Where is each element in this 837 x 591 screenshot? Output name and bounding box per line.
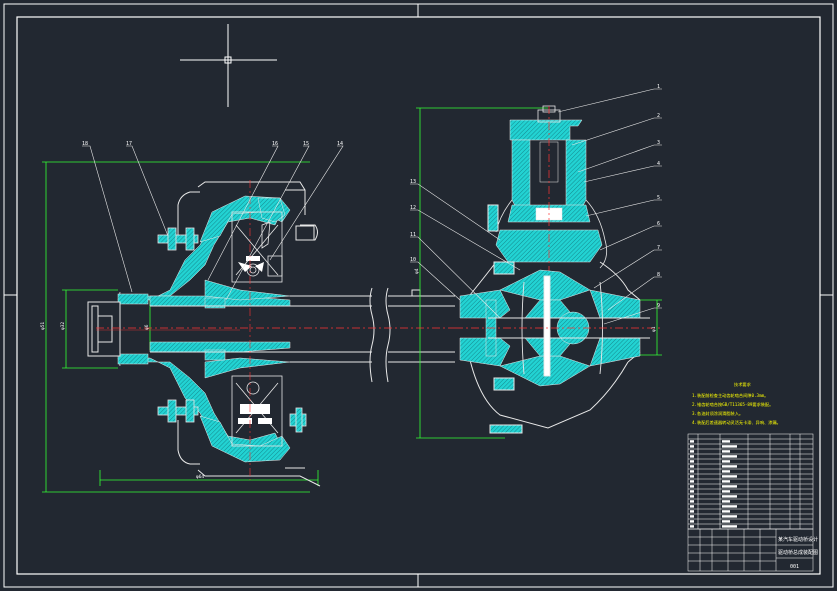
technical-notes: 技术要求 1.装配前检查主动齿轮啮合间隙0.3mm。 2.锥齿轮啮合按GB/T1… bbox=[692, 381, 781, 426]
dimension-text: φ1 bbox=[651, 326, 657, 332]
table-cell-text bbox=[722, 485, 737, 488]
part-label: 8 bbox=[657, 272, 660, 278]
notes-line: 2.锥齿轮啮合按GB/T11365-89要求装配。 bbox=[692, 401, 773, 408]
part-label: 15 bbox=[303, 141, 309, 147]
table-cell-text bbox=[722, 520, 730, 523]
table-cell-text bbox=[690, 465, 694, 468]
table-cell-text bbox=[690, 455, 694, 458]
table-cell-text bbox=[722, 440, 730, 443]
table-cell-text bbox=[690, 475, 694, 478]
sheet-border bbox=[3, 3, 834, 588]
crosshair-cursor-icon[interactable] bbox=[180, 24, 277, 107]
part-label: 11 bbox=[410, 232, 416, 238]
dimension-text: φ32 bbox=[60, 322, 66, 330]
part-leaders-left bbox=[82, 145, 344, 301]
part-label: 7 bbox=[657, 245, 660, 251]
right-part-labels: 1 2 3 4 5 6 7 8 9 10 11 12 13 bbox=[410, 84, 660, 309]
part-label: 16 bbox=[272, 141, 278, 147]
table-cell-text bbox=[722, 505, 737, 508]
part-label: 10 bbox=[410, 257, 416, 263]
dimension-text: φ51 bbox=[40, 322, 46, 330]
part-label: 17 bbox=[126, 141, 132, 147]
table-cell-text bbox=[722, 445, 737, 448]
table-cell-text bbox=[722, 515, 737, 518]
wheel-hub-assembly bbox=[42, 161, 455, 493]
table-cell-text bbox=[722, 525, 737, 528]
table-cell-text bbox=[722, 475, 737, 478]
table-cell-text bbox=[722, 460, 730, 463]
table-cell-text bbox=[722, 455, 737, 458]
part-label: 6 bbox=[657, 221, 660, 227]
title-block: 某汽车驱动桥设计 驱动桥总成装配图 001 bbox=[687, 528, 818, 572]
table-cell-text bbox=[690, 470, 694, 473]
table-cell-text bbox=[690, 520, 694, 523]
project-title: 某汽车驱动桥设计 bbox=[778, 536, 818, 543]
table-cell-text bbox=[722, 490, 730, 493]
table-cell-text bbox=[722, 480, 730, 483]
notes-line: 4.装配后差速器转动灵活无卡滞、异响、渗漏。 bbox=[692, 419, 781, 426]
part-label: 13 bbox=[410, 179, 416, 185]
table-cell-text bbox=[690, 490, 694, 493]
part-label: 4 bbox=[657, 161, 660, 167]
part-label: 12 bbox=[410, 205, 416, 211]
part-label: 1 bbox=[657, 84, 660, 90]
notes-heading: 技术要求 bbox=[734, 381, 752, 388]
table-cell-text bbox=[690, 525, 694, 528]
table-cell-text bbox=[690, 510, 694, 513]
notes-line: 3.各油封须涂润滑脂装入。 bbox=[692, 410, 743, 417]
part-label: 14 bbox=[337, 141, 343, 147]
table-cell-text bbox=[690, 460, 694, 463]
table-cell-text bbox=[690, 495, 694, 498]
parts-list-table bbox=[687, 433, 814, 530]
table-cell-text bbox=[690, 515, 694, 518]
dimension-text: φ4 bbox=[414, 268, 420, 274]
table-cell-text bbox=[722, 510, 730, 513]
part-leaders-right bbox=[410, 88, 662, 325]
table-cell-text bbox=[722, 500, 730, 503]
dimension-text: φ6 bbox=[144, 324, 150, 330]
table-cell-text bbox=[690, 445, 694, 448]
final-drive-assembly bbox=[416, 105, 662, 439]
table-cell-text bbox=[690, 480, 694, 483]
dimension-text: φ64 bbox=[196, 474, 204, 480]
table-cell-text bbox=[690, 485, 694, 488]
table-cell-text bbox=[722, 495, 737, 498]
table-cell-text bbox=[722, 450, 730, 453]
part-label: 5 bbox=[657, 195, 660, 201]
part-label: 18 bbox=[82, 141, 88, 147]
part-label: 9 bbox=[657, 303, 660, 309]
part-label: 2 bbox=[657, 113, 660, 119]
drawing-name: 驱动桥总成装配图 bbox=[778, 549, 818, 556]
table-cell-text bbox=[722, 465, 737, 468]
part-label: 3 bbox=[657, 140, 660, 146]
table-cell-text bbox=[690, 440, 694, 443]
sheet-number: 001 bbox=[790, 564, 799, 570]
table-cell-text bbox=[722, 470, 730, 473]
notes-line: 1.装配前检查主动齿轮啮合间隙0.3mm。 bbox=[692, 392, 768, 399]
left-part-labels: 18 17 16 15 14 bbox=[82, 141, 343, 147]
table-cell-text bbox=[690, 450, 694, 453]
table-cell-text bbox=[690, 505, 694, 508]
table-cell-text bbox=[690, 500, 694, 503]
dimension-labels: φ51 φ32 φ6 φ64 φ4 φ1 bbox=[40, 268, 657, 480]
